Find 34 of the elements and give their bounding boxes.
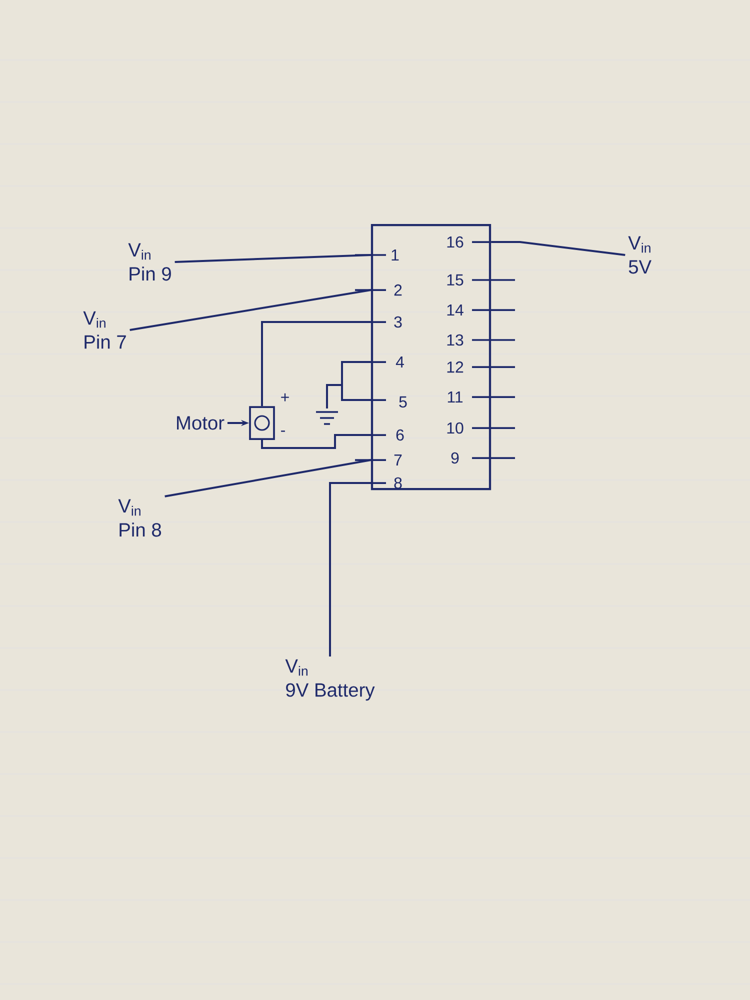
pin-label: V$_{in}$ Pin 8: [118, 499, 162, 537]
pin-number: 4: [396, 356, 404, 368]
pin-number: 1: [392, 250, 399, 260]
pin-label: V$_{in}$ 5V: [628, 236, 652, 274]
wire: [261, 434, 371, 449]
pin-label: V$_{in}$ Pin 7: [83, 311, 126, 349]
pin-number: 9: [451, 452, 459, 464]
motor-symbol: [249, 406, 275, 440]
pin-number: 3: [394, 316, 402, 328]
pin-number: 6: [396, 429, 404, 441]
pin-label: V$_{in}$ Pin 9: [128, 243, 171, 281]
pin-number: 16: [447, 236, 464, 248]
pin-number: 10: [447, 422, 464, 434]
wire: [329, 482, 371, 656]
wire: [164, 459, 372, 498]
pin-number: 13: [447, 334, 464, 346]
wire: [326, 384, 371, 408]
pin-number: 12: [447, 361, 464, 373]
pin-number: 5: [399, 396, 407, 408]
pin-label: Motor: [177, 416, 224, 430]
pin-number: 11: [448, 392, 463, 402]
wire: [261, 321, 371, 406]
wire: [491, 241, 626, 256]
wire: [174, 254, 371, 263]
chip-outline: [370, 224, 492, 490]
pin-number: 15: [447, 274, 464, 286]
pin-number: 14: [447, 304, 464, 316]
pin-label: V$_{in}$ 9V Battery: [285, 659, 375, 701]
pin-number: 7: [394, 454, 402, 466]
polarity-sign: -: [281, 430, 285, 432]
ground-symbol: [315, 411, 339, 425]
wire: [130, 289, 372, 331]
pin-number: 2: [394, 284, 402, 296]
polarity-sign: +: [281, 393, 289, 402]
